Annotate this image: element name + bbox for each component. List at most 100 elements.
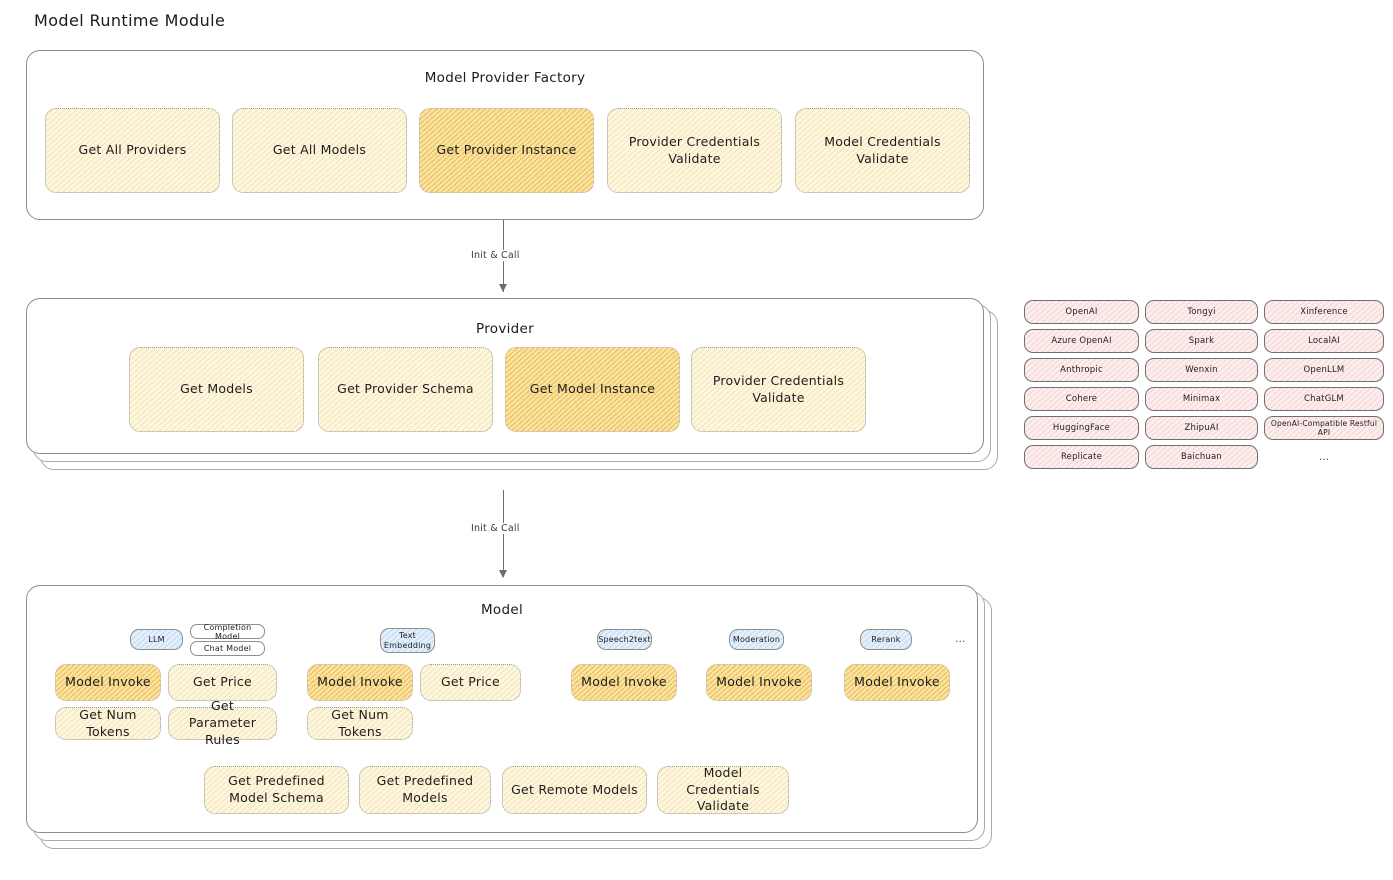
connector-factory-to-provider: Init & Call [460,220,580,300]
provider-pill-openllm[interactable]: OpenLLM [1264,358,1384,382]
pill-label: HuggingFace [1052,423,1111,433]
llm-card-get-parameter-rules[interactable]: Get Parameter Rules [168,698,277,747]
pill-label: OpenLLM [1303,365,1345,375]
provider-card-get-models[interactable]: Get Models [129,347,304,432]
pill-label: Wenxin [1185,365,1218,375]
model-provider-factory-panel: Model Provider Factory Get All Providers… [26,50,984,220]
pill-label: ZhipuAI [1184,423,1219,433]
badge-label: Chat Model [203,644,252,653]
model-badge-text-embedding[interactable]: Text Embedding [380,628,435,653]
llm-card-get-price[interactable]: Get Price [168,664,277,701]
badge-label: LLM [148,634,165,644]
connector-label: Init & Call [468,250,523,261]
provider-title: Provider [476,321,534,337]
card-label: Get Provider Instance [436,142,577,158]
provider-card-provider-credentials-validate[interactable]: Provider Credentials Validate [691,347,866,432]
text-embedding-card-get-price[interactable]: Get Price [420,664,521,701]
card-label: Model Invoke [854,674,940,690]
provider-pill-zhipuai[interactable]: ZhipuAI [1145,416,1258,440]
model-badge-rerank[interactable]: Rerank [860,629,912,650]
card-label: Provider Credentials Validate [712,372,845,405]
card-label: Get All Models [272,142,367,158]
card-label: Get Models [180,381,253,397]
provider-list: OpenAI Azure OpenAI Anthropic Cohere Hug… [1024,300,1384,480]
card-label: Model Credentials Validate [686,764,760,814]
provider-pill-cohere[interactable]: Cohere [1024,387,1139,411]
badge-label: Moderation [732,634,781,644]
provider-pill-chatglm[interactable]: ChatGLM [1264,387,1384,411]
pill-label: Baichuan [1180,452,1223,462]
factory-card-get-all-models[interactable]: Get All Models [232,108,407,193]
provider-pill-wenxin[interactable]: Wenxin [1145,358,1258,382]
provider-panel: Provider Get Models Get Provider Schema … [26,298,984,454]
factory-card-get-all-providers[interactable]: Get All Providers [45,108,220,193]
factory-card-model-credentials-validate[interactable]: Model Credentials Validate [795,108,970,193]
model-card-get-predefined-model-schema[interactable]: Get Predefined Model Schema [204,766,349,814]
card-label: Get Remote Models [511,781,638,797]
badge-label: Text Embedding [383,630,432,650]
pill-label: LocalAI [1308,336,1340,346]
card-label: Get Num Tokens [79,706,137,739]
card-label: Get Provider Schema [337,381,474,397]
pill-label: Tongyi [1187,307,1216,317]
llm-card-model-invoke[interactable]: Model Invoke [55,664,161,701]
provider-pill-xinference[interactable]: Xinference [1264,300,1384,324]
badge-label: Rerank [871,634,901,644]
pill-label: OpenAI-Compatible Restful API [1270,419,1378,437]
model-card-model-credentials-validate[interactable]: Model Credentials Validate [657,764,789,814]
provider-pill-baichuan[interactable]: Baichuan [1145,445,1258,469]
model-badge-moderation[interactable]: Moderation [729,629,784,650]
model-badge-speech2text[interactable]: Speech2text [597,629,652,650]
factory-card-get-provider-instance[interactable]: Get Provider Instance [419,108,594,193]
provider-list-ellipsis: ... [1318,450,1330,463]
factory-title: Model Provider Factory [424,70,586,86]
provider-pill-openai[interactable]: OpenAI [1024,300,1139,324]
llm-card-get-num-tokens[interactable]: Get Num Tokens [55,707,161,740]
connector-provider-to-model: Init & Call [460,490,580,585]
page-title: Model Runtime Module [34,11,226,30]
factory-card-provider-credentials-validate[interactable]: Provider Credentials Validate [607,108,782,193]
pill-label: Azure OpenAI [1051,336,1112,346]
card-label: Get Price [441,674,500,690]
provider-card-get-model-instance[interactable]: Get Model Instance [505,347,680,432]
provider-pill-spark[interactable]: Spark [1145,329,1258,353]
model-card-get-predefined-models[interactable]: Get Predefined Models [359,766,491,814]
card-label: Model Invoke [581,674,667,690]
provider-pill-tongyi[interactable]: Tongyi [1145,300,1258,324]
connector-label: Init & Call [468,523,523,534]
pill-label: Cohere [1065,394,1098,404]
model-panel: Model LLM Completion Model Chat Model Mo… [26,585,978,833]
connector-arrowhead [499,570,507,578]
card-label: Model Invoke [317,674,403,690]
pill-label: OpenAI [1065,307,1098,317]
model-card-get-remote-models[interactable]: Get Remote Models [502,766,647,814]
card-label: Model Invoke [65,674,151,690]
text-embedding-card-get-num-tokens[interactable]: Get Num Tokens [307,707,413,740]
provider-pill-replicate[interactable]: Replicate [1024,445,1139,469]
speech2text-card-model-invoke[interactable]: Model Invoke [571,664,677,701]
provider-card-get-provider-schema[interactable]: Get Provider Schema [318,347,493,432]
pill-label: Replicate [1060,452,1103,462]
card-label: Get Predefined Models [376,773,474,805]
model-groups-ellipsis: ... [955,632,966,645]
model-badge-llm[interactable]: LLM [130,629,183,650]
badge-label: Speech2text [598,634,651,644]
pill-label: ChatGLM [1304,394,1344,404]
connector-arrowhead [499,284,507,292]
provider-pill-huggingface[interactable]: HuggingFace [1024,416,1139,440]
model-subbadge-chat-model[interactable]: Chat Model [190,641,265,656]
rerank-card-model-invoke[interactable]: Model Invoke [844,664,950,701]
text-embedding-card-model-invoke[interactable]: Model Invoke [307,664,413,701]
pill-label: Spark [1188,336,1215,346]
provider-pill-azure-openai[interactable]: Azure OpenAI [1024,329,1139,353]
card-label: Get Num Tokens [331,706,389,739]
provider-pill-localai[interactable]: LocalAI [1264,329,1384,353]
provider-pill-minimax[interactable]: Minimax [1145,387,1258,411]
provider-pill-anthropic[interactable]: Anthropic [1024,358,1139,382]
model-subbadge-completion-model[interactable]: Completion Model [190,623,265,641]
moderation-card-model-invoke[interactable]: Model Invoke [706,664,812,701]
card-label: Get Price [193,674,252,690]
pill-label: Xinference [1300,307,1348,317]
provider-pill-openai-compatible-restful-api[interactable]: OpenAI-Compatible Restful API [1264,416,1384,440]
